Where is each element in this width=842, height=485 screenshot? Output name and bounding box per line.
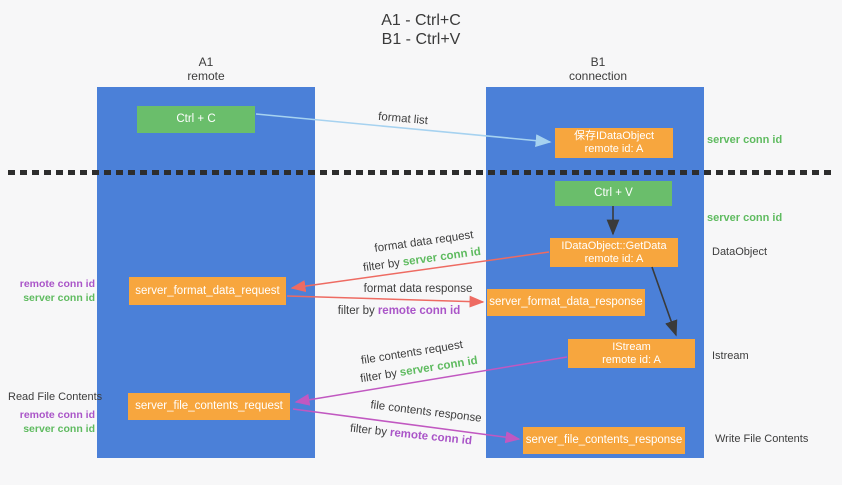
node-server-file-contents-request: server_file_contents_request	[128, 393, 290, 420]
node-istream-line2: remote id: A	[602, 353, 661, 366]
arrow-format-data-response	[286, 295, 485, 308]
node-server-file-contents-request-label: server_file_contents_request	[135, 400, 283, 412]
node-save-idataobject-line2: remote id: A	[584, 143, 644, 155]
node-ctrl-v: Ctrl + V	[555, 181, 672, 206]
page-title: A1 - Ctrl+C B1 - Ctrl+V	[0, 11, 842, 49]
node-istream: IStream remote id: A	[568, 339, 695, 368]
node-ctrl-v-label: Ctrl + V	[594, 187, 633, 199]
side-label-server-conn-id-top: server conn id	[707, 134, 783, 146]
node-save-idataobject: 保存IDataObject remote id: A	[555, 128, 673, 158]
left-conn-ids-format: remote conn id server conn id	[8, 277, 95, 305]
side-label-istream: Istream	[712, 350, 749, 362]
node-istream-line1: IStream	[612, 340, 651, 353]
node-server-format-data-response-label: server_format_data_response	[489, 296, 643, 308]
node-getdata: IDataObject::GetData remote id: A	[550, 238, 678, 267]
left-remote-conn-id-2: remote conn id	[19, 409, 95, 421]
node-server-file-contents-response-label: server_file_contents_response	[525, 434, 683, 446]
column-a1-subtitle: remote	[187, 69, 225, 83]
node-server-format-data-response: server_format_data_response	[487, 289, 645, 316]
node-server-format-data-request: server_format_data_request	[129, 277, 286, 305]
node-ctrl-c: Ctrl + C	[137, 106, 255, 133]
left-server-conn-id-1: server conn id	[23, 292, 95, 304]
title-line-2: B1 - Ctrl+V	[381, 31, 461, 48]
node-ctrl-c-label: Ctrl + C	[176, 113, 216, 125]
left-conn-ids-file: remote conn id server conn id	[8, 408, 95, 436]
node-server-format-data-request-label: server_format_data_request	[135, 284, 280, 297]
edge-label-format-data-response: format data response	[363, 283, 473, 295]
node-getdata-line2: remote id: A	[584, 252, 644, 265]
node-save-idataobject-line1: 保存IDataObject	[573, 130, 655, 142]
node-server-file-contents-response: server_file_contents_response	[523, 427, 685, 454]
node-getdata-line1: IDataObject::GetData	[561, 239, 667, 252]
column-b1-subtitle: connection	[568, 69, 628, 83]
dashed-separator	[8, 170, 836, 175]
side-label-dataobject: DataObject	[712, 246, 768, 258]
title-line-1: A1 - Ctrl+C	[381, 12, 461, 29]
edge-label-file-contents-response: file contents response	[369, 399, 483, 425]
left-remote-conn-id-1: remote conn id	[19, 278, 95, 290]
edge-label-format-list: format list	[377, 110, 429, 128]
side-label-read-file-contents: Read File Contents	[8, 391, 103, 403]
column-a1-id: A1	[198, 55, 214, 69]
left-server-conn-id-2: server conn id	[23, 423, 95, 435]
column-b1-header: B1 connection	[538, 55, 658, 83]
column-b1-id: B1	[590, 55, 606, 69]
side-label-write-file-contents: Write File Contents	[715, 433, 809, 445]
side-label-server-conn-id-mid: server conn id	[707, 212, 783, 224]
column-a1-header: A1 remote	[146, 55, 266, 83]
